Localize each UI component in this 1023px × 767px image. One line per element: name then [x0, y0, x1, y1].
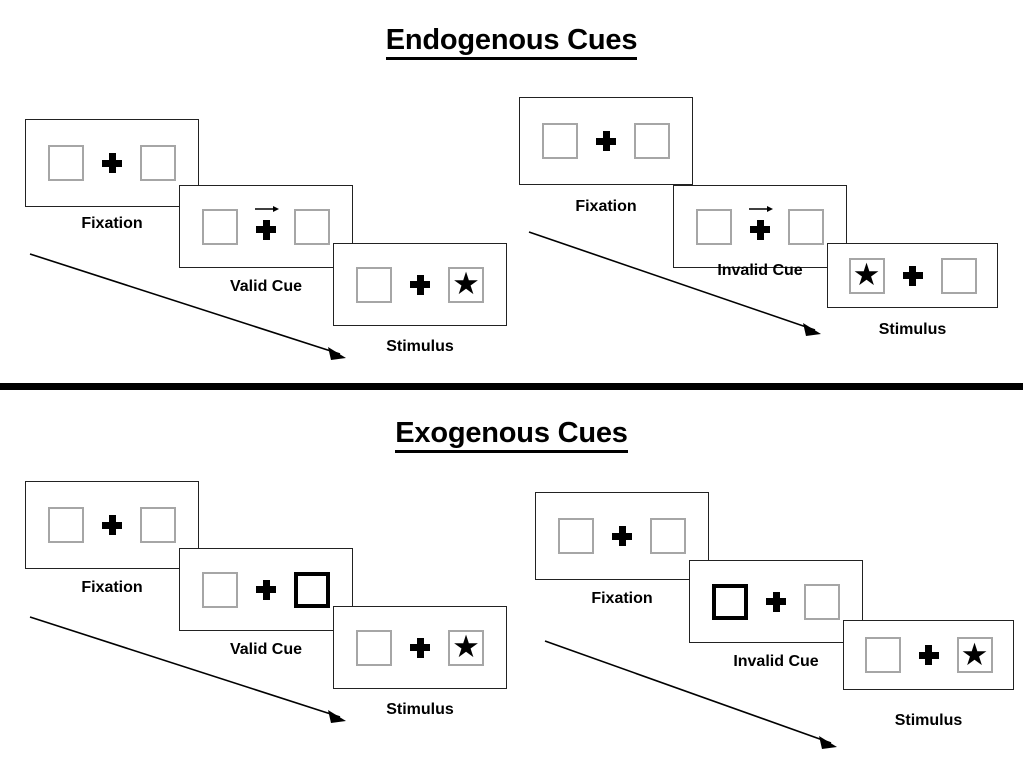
- caption-endogenous-invalid-fixation: Fixation: [575, 198, 637, 215]
- caption-endogenous-invalid-cue: Invalid Cue: [717, 262, 803, 279]
- frame-exogenous-invalid-fixation: [535, 492, 709, 580]
- right-box: [940, 257, 977, 294]
- fixation-cross-icon: [766, 591, 786, 612]
- central-cue: [749, 205, 773, 240]
- left-box: [48, 507, 84, 543]
- fixation-cross-icon: [410, 274, 430, 295]
- caption-endogenous-valid-cue: Valid Cue: [229, 278, 303, 295]
- section-title-endogenous-text: Endogenous Cues: [385, 24, 637, 60]
- frame-endogenous-valid-cue: [179, 185, 353, 268]
- star-icon: ★: [960, 636, 989, 672]
- frame-exogenous-valid-stimulus: ★: [333, 606, 507, 689]
- fixation-cross-icon: [902, 265, 923, 286]
- fixation-cross-icon: [256, 219, 276, 240]
- left-box: [356, 266, 392, 303]
- left-box: [202, 208, 238, 245]
- left-box-cued: [712, 583, 748, 620]
- caption-exogenous-invalid-stimulus: Stimulus: [894, 712, 963, 729]
- caption-exogenous-valid-stimulus: Stimulus: [386, 701, 454, 718]
- fixation-cross-icon: [612, 526, 632, 546]
- fixation-cross-icon: [596, 131, 616, 151]
- frame-endogenous-valid-stimulus: ★: [333, 243, 507, 326]
- star-icon: ★: [452, 629, 480, 664]
- caption-exogenous-invalid-cue: Invalid Cue: [733, 653, 819, 670]
- section-title-exogenous-text: Exogenous Cues: [395, 417, 628, 453]
- frame-exogenous-invalid-cue: [689, 560, 863, 643]
- left-box: [558, 518, 594, 554]
- frame-endogenous-invalid-fixation: [519, 97, 693, 185]
- right-box-cued: [294, 571, 330, 608]
- timeline-arrow-exogenous-valid: [29, 616, 346, 723]
- star-icon: ★: [452, 266, 480, 301]
- caption-endogenous-valid-stimulus: Stimulus: [386, 338, 454, 355]
- caption-endogenous-valid-fixation: Fixation: [81, 215, 143, 232]
- timeline-arrow-endogenous-valid: [29, 253, 346, 360]
- left-box: [48, 145, 84, 181]
- right-box: [294, 208, 330, 245]
- frame-exogenous-invalid-stimulus: ★: [843, 620, 1014, 690]
- frame-exogenous-valid-fixation: [25, 481, 199, 569]
- right-box: [804, 583, 840, 620]
- right-box: ★: [448, 266, 484, 303]
- frame-endogenous-valid-fixation: [25, 119, 199, 207]
- caption-exogenous-valid-cue: Valid Cue: [229, 641, 303, 658]
- section-divider: [0, 383, 1023, 390]
- fixation-cross-icon: [410, 637, 430, 658]
- frame-exogenous-valid-cue: [179, 548, 353, 631]
- right-box: ★: [956, 636, 993, 673]
- left-box: [864, 637, 901, 673]
- frame-endogenous-invalid-stimulus: ★: [827, 243, 998, 308]
- caption-endogenous-invalid-stimulus: Stimulus: [878, 321, 947, 338]
- fixation-cross-icon: [256, 579, 276, 600]
- timeline-arrow-endogenous-invalid: [528, 231, 821, 336]
- right-box: [788, 208, 824, 245]
- left-box: [542, 123, 578, 159]
- arrow-right-icon: [749, 205, 773, 212]
- right-box: [634, 123, 670, 159]
- left-box: [696, 208, 732, 245]
- caption-exogenous-invalid-fixation: Fixation: [591, 590, 653, 607]
- arrow-right-icon: [255, 205, 279, 212]
- section-title-endogenous: Endogenous Cues: [0, 24, 1023, 60]
- left-box: ★: [848, 257, 885, 294]
- right-box: [140, 145, 176, 181]
- timeline-arrow-exogenous-invalid: [544, 640, 837, 749]
- right-box: ★: [448, 629, 484, 666]
- section-title-exogenous: Exogenous Cues: [0, 417, 1023, 453]
- left-box: [356, 629, 392, 666]
- left-box: [202, 571, 238, 608]
- fixation-cross-icon: [102, 515, 122, 535]
- frame-endogenous-invalid-cue: [673, 185, 847, 268]
- star-icon: ★: [852, 257, 881, 292]
- right-box: [650, 518, 686, 554]
- fixation-cross-icon: [102, 153, 122, 173]
- fixation-cross-icon: [918, 645, 939, 665]
- central-cue: [255, 205, 279, 240]
- right-box: [140, 507, 176, 543]
- fixation-cross-icon: [750, 219, 770, 240]
- caption-exogenous-valid-fixation: Fixation: [81, 579, 143, 596]
